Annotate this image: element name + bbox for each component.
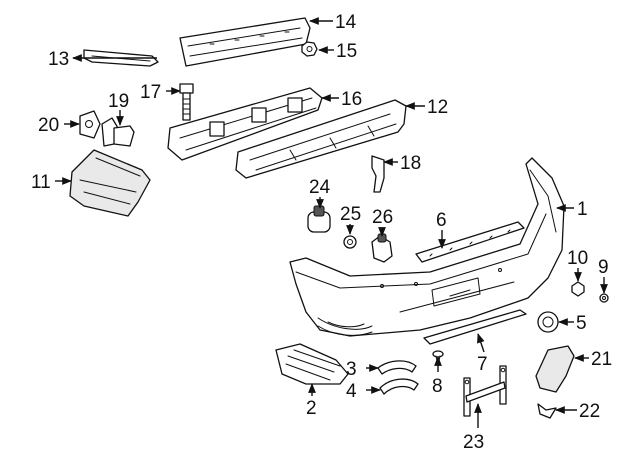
part-26-sensor-housing[interactable]: [371, 233, 393, 263]
part-9-washer[interactable]: [599, 293, 609, 303]
part-17-bolt[interactable]: [179, 83, 194, 121]
callout-22: 22: [579, 401, 600, 422]
callout-21: 21: [591, 349, 612, 370]
callout-13: 13: [48, 49, 69, 70]
callout-10: 10: [567, 248, 588, 269]
callout-2: 2: [306, 398, 317, 419]
part-16-impact-absorber[interactable]: [167, 87, 323, 161]
part-25-grommet[interactable]: [343, 235, 357, 249]
callout-16: 16: [341, 89, 362, 110]
part-24-sensor[interactable]: [307, 205, 331, 233]
part-7-lower-trim[interactable]: [423, 309, 527, 345]
part-11-heat-shield[interactable]: [69, 149, 151, 217]
callout-14: 14: [335, 12, 357, 33]
callout-5: 5: [576, 313, 587, 334]
part-1-bumper-cover[interactable]: [289, 157, 565, 337]
callout-18: 18: [400, 153, 421, 174]
part-3-bracket-clip[interactable]: [377, 360, 417, 375]
callout-3: 3: [346, 359, 357, 380]
part-2-grille[interactable]: [275, 343, 349, 385]
callout-26: 26: [372, 207, 393, 228]
part-5-cap[interactable]: [537, 311, 559, 333]
callout-6: 6: [436, 210, 447, 231]
part-22-clip[interactable]: [537, 403, 557, 419]
callout-12: 12: [427, 97, 448, 118]
part-15-nut[interactable]: [301, 41, 318, 57]
part-6-upper-trim[interactable]: [415, 221, 525, 263]
part-12-lower-absorber[interactable]: [235, 99, 407, 179]
part-18-clip-bracket[interactable]: [371, 155, 385, 193]
part-10-nut[interactable]: [571, 281, 585, 297]
callout-23: 23: [463, 432, 484, 453]
callout-20: 20: [38, 115, 59, 136]
callout-9: 9: [598, 257, 609, 278]
part-4-bracket-clip[interactable]: [379, 378, 419, 395]
callout-11: 11: [31, 172, 51, 193]
part-20-gasket[interactable]: [79, 110, 101, 139]
callout-4: 4: [346, 381, 357, 402]
callout-1: 1: [577, 199, 588, 220]
callout-labels: 14 13 15 17 16 12 19 20 11 18 24 25 26 6…: [31, 12, 612, 453]
leader-lines: [55, 17, 608, 428]
callout-7: 7: [477, 354, 488, 375]
callout-19: 19: [108, 91, 129, 112]
part-19-bracket[interactable]: [101, 117, 135, 147]
callout-8: 8: [432, 376, 443, 397]
callout-25: 25: [340, 204, 361, 225]
part-21-side-trim[interactable]: [535, 345, 575, 393]
part-14-upper-reinforcement[interactable]: [179, 17, 311, 67]
callout-24: 24: [309, 177, 331, 198]
part-23-mounting-bracket[interactable]: [463, 365, 507, 417]
callout-17: 17: [140, 82, 161, 103]
callout-15: 15: [336, 41, 357, 62]
